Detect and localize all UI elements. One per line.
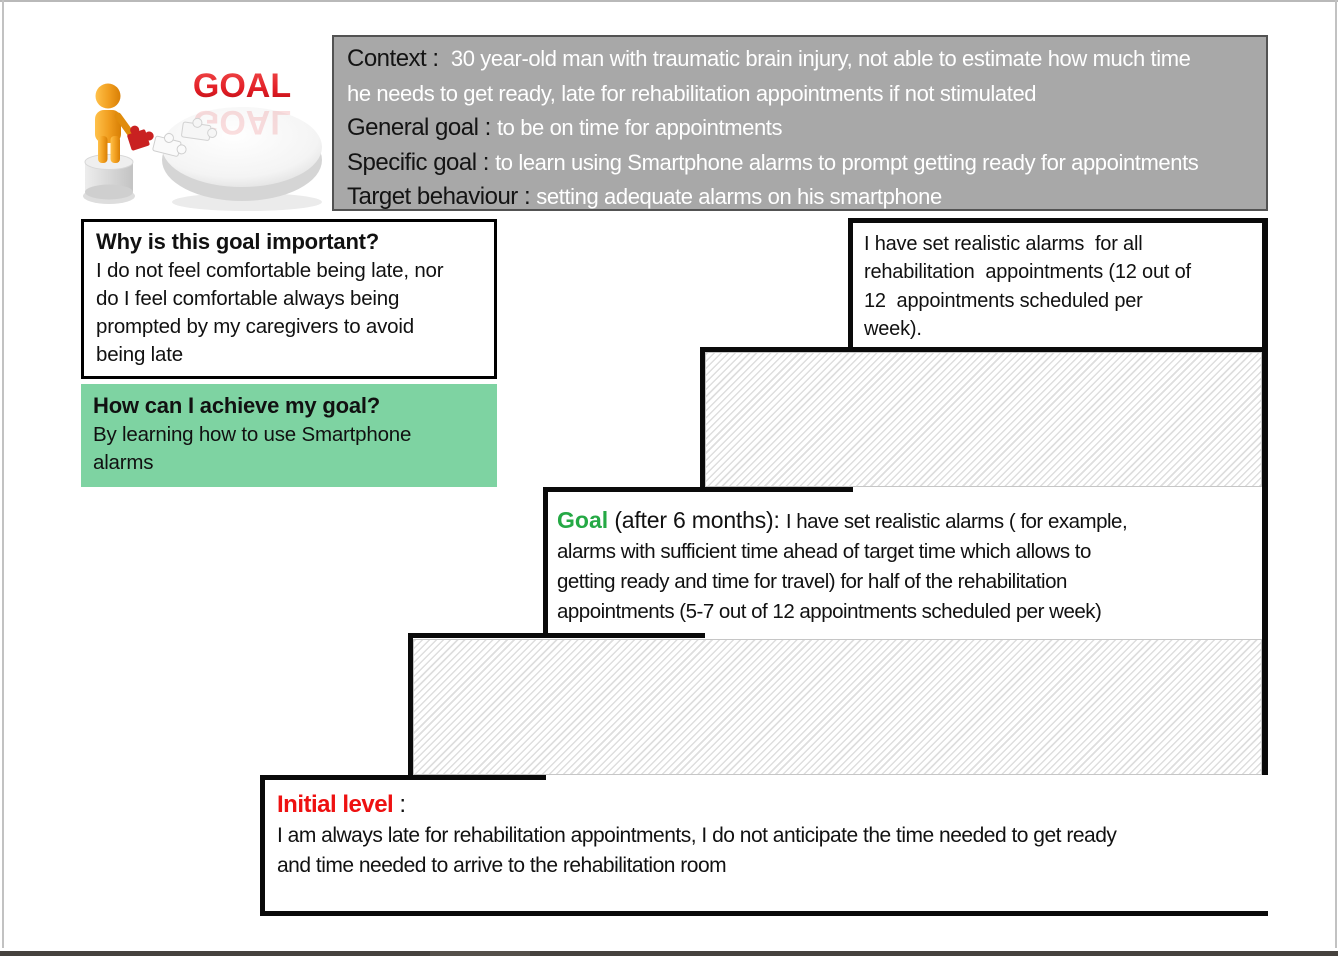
six-month-goal-text: Goal (after 6 months): I have set realis… bbox=[557, 505, 1269, 627]
goal-timeframe: (after 6 months): bbox=[608, 507, 786, 533]
staircase-riser-hatch-lower bbox=[413, 639, 1262, 775]
six-month-goal-line: getting ready and time for travel) for h… bbox=[557, 570, 1067, 593]
staircase-tread-line-3 bbox=[700, 347, 848, 352]
initial-level-text: Initial level : I am always late for reh… bbox=[277, 789, 1252, 881]
context-line: Context : 30 year-old man with traumatic… bbox=[347, 43, 1266, 78]
initial-level-keyword: Initial level bbox=[277, 791, 394, 818]
how-box-title: How can I achieve my goal? bbox=[93, 393, 381, 418]
how-box-line: alarms bbox=[93, 451, 154, 474]
initial-level-line: and time needed to arrive to the rehabil… bbox=[277, 854, 727, 877]
why-box-title: Why is this goal important? bbox=[96, 229, 380, 254]
goal-box-bottom-border bbox=[408, 633, 705, 638]
general-goal-value: to be on time for appointments bbox=[496, 115, 783, 140]
context-panel: Context : 30 year-old man with traumatic… bbox=[332, 35, 1268, 211]
context-label: Context : bbox=[347, 45, 451, 72]
final-goal-text: I have set realistic alarms for all reha… bbox=[864, 230, 1260, 344]
specific-goal-label: Specific goal : bbox=[347, 148, 496, 176]
person-figure bbox=[95, 83, 135, 163]
red-puzzle-piece bbox=[127, 125, 154, 151]
target-behaviour-label: Target behaviour : bbox=[347, 183, 537, 210]
initial-level-title: Initial level : bbox=[277, 789, 1252, 821]
context-value: he needs to get ready, late for rehabili… bbox=[347, 80, 1037, 106]
initial-level-box bbox=[260, 775, 1268, 916]
why-box-line: I do not feel comfortable being late, no… bbox=[96, 259, 444, 282]
six-month-goal-line: appointments (5-7 out of 12 appointments… bbox=[557, 600, 1102, 623]
final-goal-line: 12 appointments scheduled per bbox=[864, 289, 1143, 312]
final-goal-line: rehabilitation appointments (12 out of bbox=[864, 261, 1191, 284]
six-month-goal-line: alarms with sufficient time ahead of tar… bbox=[557, 540, 1091, 563]
slide-frame-top bbox=[0, 0, 1338, 2]
puzzle-piece-bridge bbox=[152, 117, 218, 157]
initial-level-line: I am always late for rehabilitation appo… bbox=[277, 824, 1117, 847]
how-achieve-box: How can I achieve my goal? By learning h… bbox=[81, 384, 497, 487]
goal-box-left-border bbox=[543, 487, 548, 638]
bottom-divider-accent bbox=[430, 951, 530, 956]
why-box-line: being late bbox=[96, 343, 183, 366]
final-goal-box bbox=[848, 218, 1262, 352]
why-box-line: do I feel comfortable always being bbox=[96, 287, 400, 310]
target-behaviour-value: setting adequate alarms on his smartphon… bbox=[536, 184, 942, 209]
staircase-riser-line-upper bbox=[700, 347, 705, 492]
slide-frame-right bbox=[1335, 0, 1337, 948]
why-box-line: prompted by my caregivers to avoid bbox=[96, 315, 414, 338]
pedestal-cylinder bbox=[83, 154, 135, 204]
specific-goal-line: Specific goal : to learn using Smartphon… bbox=[347, 147, 1266, 182]
how-box-line: By learning how to use Smartphone bbox=[93, 423, 412, 446]
general-goal-label: General goal : bbox=[347, 114, 497, 141]
six-month-goal-line: Goal (after 6 months): I have set realis… bbox=[557, 505, 1269, 537]
staircase-right-border bbox=[1262, 218, 1268, 916]
why-important-box: Why is this goal important? I do not fee… bbox=[81, 219, 497, 379]
final-goal-line: week). bbox=[864, 318, 922, 341]
bottom-divider bbox=[0, 951, 1338, 956]
specific-goal-value: to learn using Smartphone alarms to prom… bbox=[495, 149, 1199, 175]
goal-illustration-caption: GOAL bbox=[193, 67, 291, 105]
final-goal-line: I have set realistic alarms for all bbox=[864, 233, 1143, 255]
staircase-riser-hatch-upper bbox=[705, 352, 1262, 487]
goal-illustration: GOAL GOAL bbox=[83, 67, 322, 211]
staircase-riser-line-lower bbox=[408, 633, 413, 780]
initial-box-top-border bbox=[260, 775, 546, 780]
context-value: 30 year-old man with traumatic brain inj… bbox=[450, 46, 1191, 71]
initial-level-colon: : bbox=[393, 791, 406, 818]
goal-box-top-border bbox=[543, 487, 853, 492]
six-month-goal-line-rest: I have set realistic alarms ( for exampl… bbox=[785, 510, 1128, 533]
general-goal-line: General goal : to be on time for appoint… bbox=[347, 112, 1266, 147]
context-line: he needs to get ready, late for rehabili… bbox=[347, 78, 1266, 113]
target-behaviour-line: Target behaviour : setting adequate alar… bbox=[347, 181, 1266, 210]
goal-keyword: Goal bbox=[557, 507, 609, 533]
slide-frame-left bbox=[2, 0, 4, 948]
